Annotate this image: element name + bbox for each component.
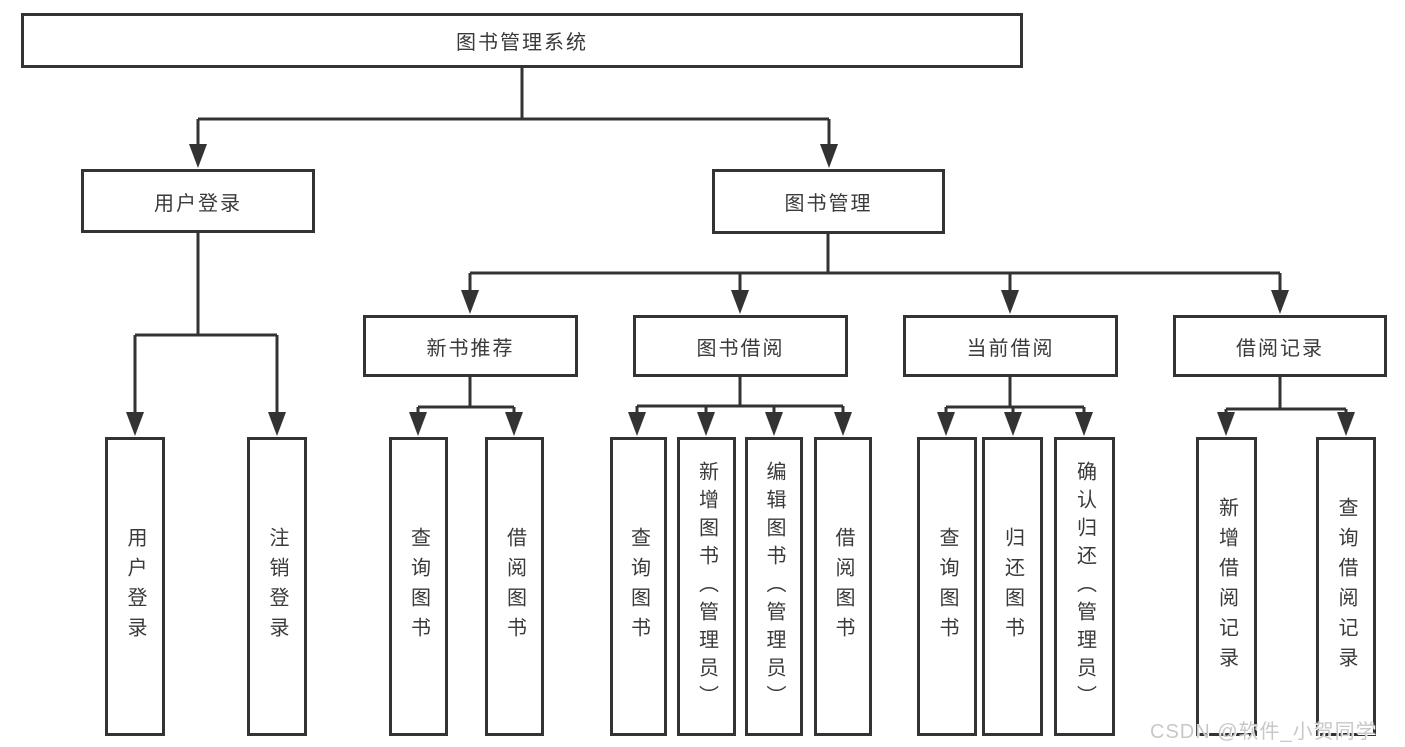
leaf-label: 借阅图书 bbox=[832, 526, 854, 647]
node-user-login: 用户登录 bbox=[81, 169, 315, 233]
leaf-confirm-return-admin: 确认归还（管理员） bbox=[1054, 437, 1115, 736]
leaf-label: 确认归还（管理员） bbox=[1073, 460, 1096, 713]
leaf-label: 归还图书 bbox=[1001, 526, 1024, 647]
node-label: 用户登录 bbox=[154, 192, 242, 215]
node-book-borrow: 图书借阅 bbox=[633, 315, 848, 377]
node-new-book-recommend: 新书推荐 bbox=[363, 315, 578, 377]
leaf-add-books-admin: 新增图书（管理员） bbox=[677, 437, 736, 736]
leaf-add-borrow-record: 新增借阅记录 bbox=[1196, 437, 1257, 736]
arrowhead-icons bbox=[126, 144, 1355, 436]
leaf-label: 新增借阅记录 bbox=[1215, 496, 1238, 677]
leaf-return-books: 归还图书 bbox=[982, 437, 1043, 736]
node-label: 图书管理系统 bbox=[456, 32, 588, 54]
node-current-borrow: 当前借阅 bbox=[903, 315, 1118, 377]
leaf-logout: 注销登录 bbox=[247, 437, 307, 736]
leaf-user-login: 用户登录 bbox=[105, 437, 165, 736]
leaf-borrow-books: 借阅图书 bbox=[814, 437, 872, 736]
leaf-label: 查询图书 bbox=[936, 526, 958, 647]
leaf-edit-books-admin: 编辑图书（管理员） bbox=[745, 437, 803, 736]
leaf-query-books-current: 查询图书 bbox=[917, 437, 977, 736]
node-label: 新书推荐 bbox=[426, 337, 515, 360]
leaf-label: 借阅图书 bbox=[503, 526, 526, 647]
node-label: 图书管理 bbox=[784, 193, 873, 215]
leaf-label: 注销登录 bbox=[266, 526, 288, 647]
leaf-label: 查询图书 bbox=[407, 526, 430, 647]
leaf-label: 编辑图书（管理员） bbox=[763, 460, 785, 713]
node-borrow-records: 借阅记录 bbox=[1173, 315, 1387, 377]
node-book-management: 图书管理 bbox=[712, 169, 945, 234]
leaf-label: 新增图书（管理员） bbox=[695, 460, 718, 713]
node-library-management-system: 图书管理系统 bbox=[21, 13, 1023, 68]
leaf-query-books-borrow: 查询图书 bbox=[610, 437, 667, 736]
node-label: 当前借阅 bbox=[966, 337, 1055, 360]
leaf-label: 用户登录 bbox=[124, 526, 146, 647]
leaf-label: 查询借阅记录 bbox=[1335, 496, 1357, 677]
leaf-query-books-recommend: 查询图书 bbox=[389, 437, 448, 736]
node-label: 图书借阅 bbox=[696, 337, 785, 360]
watermark: CSDN @软件_小贺同学 bbox=[1150, 721, 1377, 743]
node-label: 借阅记录 bbox=[1236, 337, 1324, 360]
leaf-borrow-books-recommend: 借阅图书 bbox=[485, 437, 544, 736]
leaf-label: 查询图书 bbox=[627, 526, 650, 647]
leaf-query-borrow-record: 查询借阅记录 bbox=[1316, 437, 1376, 736]
